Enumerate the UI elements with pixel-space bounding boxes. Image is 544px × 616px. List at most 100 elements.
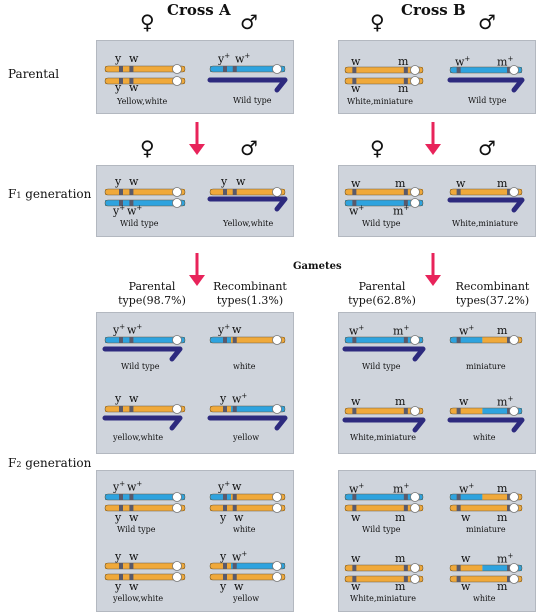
x-chromosome (104, 493, 186, 501)
chromosome-segment (105, 574, 185, 580)
gene-band (352, 189, 357, 195)
chromosome-segment (231, 337, 285, 343)
gene-band (129, 574, 134, 580)
gene-band (456, 565, 461, 571)
y-chromosome (102, 415, 183, 431)
centromere (172, 572, 182, 582)
allele-label: y (115, 392, 122, 405)
allele-label: w (232, 480, 242, 493)
female-symbol-b1: ♀ (370, 10, 385, 34)
gene-band (403, 565, 408, 571)
allele-label: m (497, 482, 508, 495)
allele-label: w (351, 580, 361, 593)
allele-label: m (398, 55, 409, 68)
gene-band (232, 337, 237, 343)
chromosome-segment (345, 78, 423, 84)
centromere (509, 406, 519, 416)
centromere (509, 187, 519, 197)
allele-label: m (497, 177, 508, 190)
gene-band (129, 337, 134, 343)
gene-band (352, 67, 357, 73)
gene-band (223, 505, 227, 511)
allele-label: w (129, 52, 139, 65)
male-symbol-b2: ♂ (478, 136, 496, 160)
centromere (410, 574, 420, 584)
allele-label: w+ (127, 323, 143, 337)
chromosome-segment (345, 494, 423, 500)
caption-white: white (233, 525, 256, 534)
allele-label: y (115, 52, 122, 65)
y-chromosome (207, 415, 288, 431)
chromosome-segment (231, 494, 285, 500)
allele-label: w+ (459, 324, 475, 338)
arrow-a-f1-to-gametes (189, 253, 205, 286)
gene-band (403, 576, 408, 582)
gene-band (403, 408, 408, 414)
panel-b-gametes (338, 312, 536, 454)
gene-band (403, 200, 408, 206)
chromosome-segment (482, 565, 522, 571)
panel-a-parental (96, 40, 294, 114)
allele-label: w (351, 552, 361, 565)
gene-band (507, 189, 512, 195)
gene-band (129, 494, 134, 500)
allele-label: y+ (113, 323, 126, 337)
x-chromosome (449, 504, 523, 512)
allele-label: w+ (349, 204, 365, 218)
allele-label: w (129, 81, 139, 94)
allele-label: y (221, 175, 228, 188)
gene-band (119, 494, 123, 500)
allele-label: w (456, 177, 466, 190)
chromosome-segment (345, 565, 423, 571)
allele-label: w (129, 511, 139, 524)
allele-label: m+ (393, 324, 410, 338)
centromere (509, 335, 519, 345)
cross-a-header: Cross A (167, 1, 231, 19)
gene-band (119, 563, 123, 569)
centromere (272, 492, 282, 502)
caption-yellow: yellow (233, 433, 260, 442)
gene-band (352, 576, 357, 582)
centromere (172, 404, 182, 414)
centromere (272, 335, 282, 345)
centromere (272, 572, 282, 582)
caption-white: white (473, 433, 496, 442)
gene-band (507, 505, 512, 511)
allele-label: y (115, 81, 122, 94)
y-chromosome (207, 77, 288, 93)
x-chromosome (104, 405, 186, 413)
allele-label: y+ (218, 323, 231, 337)
y-chromosome (102, 346, 183, 362)
gene-band (119, 66, 123, 72)
allele-label: w+ (232, 550, 248, 564)
gene-band (119, 78, 123, 84)
gene-band (129, 563, 134, 569)
x-chromosome (449, 407, 523, 415)
allele-label: y+ (218, 480, 231, 494)
gene-band (232, 563, 237, 569)
allele-label: m (398, 82, 409, 95)
caption-miniature: miniature (466, 362, 506, 371)
gene-band (119, 574, 123, 580)
gene-band (232, 66, 237, 72)
allele-label: m (497, 580, 508, 593)
caption-white-miniature: White,miniature (350, 594, 416, 603)
x-chromosome (449, 564, 523, 572)
caption-wild-type: Wild type (362, 219, 401, 228)
x-chromosome (209, 573, 286, 581)
arrow-a-parental-to-f1 (189, 122, 205, 155)
centromere (172, 198, 182, 208)
centromere (172, 503, 182, 513)
centromere (172, 187, 182, 197)
allele-label: m (395, 511, 406, 524)
x-chromosome (209, 504, 286, 512)
caption-wild-type: Wild type (120, 219, 159, 228)
allele-label: w (129, 175, 139, 188)
chromosome-segment (345, 505, 423, 511)
allele-label: y (115, 580, 122, 593)
x-chromosome (209, 562, 286, 570)
parental-row-label: Parental (8, 67, 60, 81)
x-chromosome (104, 65, 186, 73)
caption-white-miniature: White,miniature (452, 219, 518, 228)
